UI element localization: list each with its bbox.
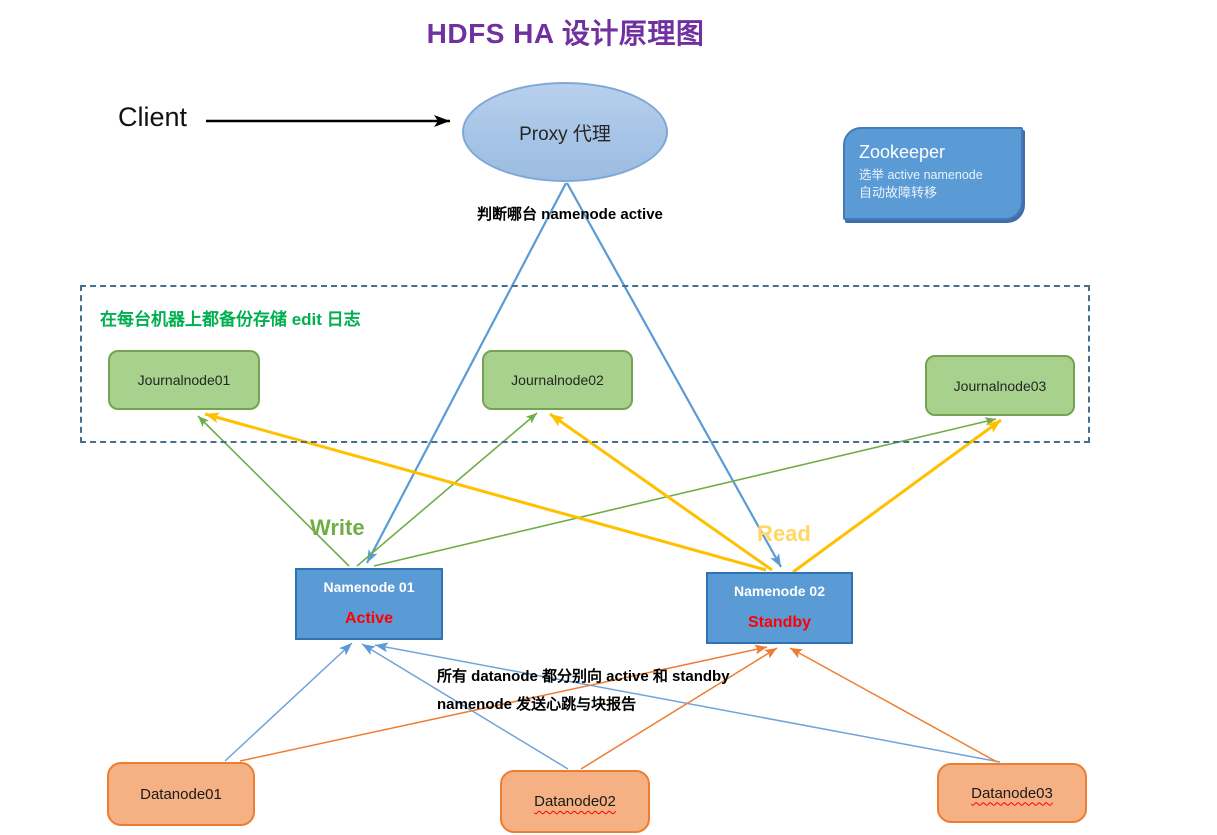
arrow-dn01-to-nn01 xyxy=(224,642,353,762)
zookeeper-failover-note: 自动故障转移 xyxy=(859,185,938,201)
arrow-proxy-to-namenode01 xyxy=(366,182,567,564)
datanode02-node: Datanode02 xyxy=(500,770,650,833)
namenode02-node: Namenode 02 Standby xyxy=(706,572,853,644)
proxy-node: Proxy 代理 xyxy=(462,82,668,182)
write-label: Write xyxy=(310,515,365,540)
datanode03-label: Datanode03 xyxy=(971,784,1053,802)
arrow-proxy-to-namenode02 xyxy=(566,182,782,568)
journalnode02-node: Journalnode02 xyxy=(482,350,633,410)
datanode01-node: Datanode01 xyxy=(107,762,255,826)
arrow-nn01-write-journalnode02 xyxy=(356,412,538,567)
journal-caption: 在每台机器上都备份存储 edit 日志 xyxy=(100,310,361,329)
read-label: Read xyxy=(757,521,811,546)
journalnode-zone xyxy=(80,285,1090,443)
arrow-dn02-to-nn01 xyxy=(361,643,569,770)
arrow-dn02-to-nn02 xyxy=(580,647,778,770)
namenode01-state: Active xyxy=(344,610,394,627)
zookeeper-title: Zookeeper xyxy=(859,142,946,162)
judge-namenode-annotation: 判断哪台 namenode active xyxy=(477,206,663,223)
zookeeper-elect-note: 选举 active namenode xyxy=(859,168,983,183)
journalnode03-node: Journalnode03 xyxy=(925,355,1075,416)
datanode-note-line1: 所有 datanode 都分别向 active 和 standby xyxy=(437,668,730,685)
datanode01-label: Datanode01 xyxy=(140,785,222,803)
arrow-nn02-read-journalnode02 xyxy=(549,412,773,572)
proxy-label: Proxy 代理 xyxy=(519,123,611,145)
namenode02-label: Namenode 02 xyxy=(733,583,826,599)
datanode02-label: Datanode02 xyxy=(534,793,616,810)
arrow-nn02-read-journalnode01 xyxy=(204,412,767,572)
namenode02-state: Standby xyxy=(747,614,812,631)
datanode03-node: Datanode03 xyxy=(937,763,1087,823)
journalnode03-label: Journalnode03 xyxy=(953,377,1047,394)
diagram-title: HDFS HA 设计原理图 xyxy=(426,18,705,49)
client-label: Client xyxy=(118,102,188,132)
namenode01-node: Namenode 01 Active xyxy=(295,568,443,640)
namenode01-label: Namenode 01 xyxy=(323,579,415,595)
arrow-nn01-write-journalnode03 xyxy=(373,417,997,567)
arrow-dn03-to-nn02 xyxy=(789,647,998,763)
datanode-heartbeat-note: 所有 datanode 都分别向 active 和 standby nameno… xyxy=(437,663,730,719)
zookeeper-node: Zookeeper 选举 active namenode 自动故障转移 xyxy=(843,127,1023,220)
journalnode01-node: Journalnode01 xyxy=(108,350,260,410)
arrow-nn02-read-journalnode03 xyxy=(792,418,1002,574)
datanode-note-line2: namenode 发送心跳与块报告 xyxy=(437,696,637,713)
journalnode01-label: Journalnode01 xyxy=(137,372,231,388)
journalnode02-label: Journalnode02 xyxy=(511,372,604,388)
arrow-dn01-to-nn02 xyxy=(239,644,768,762)
